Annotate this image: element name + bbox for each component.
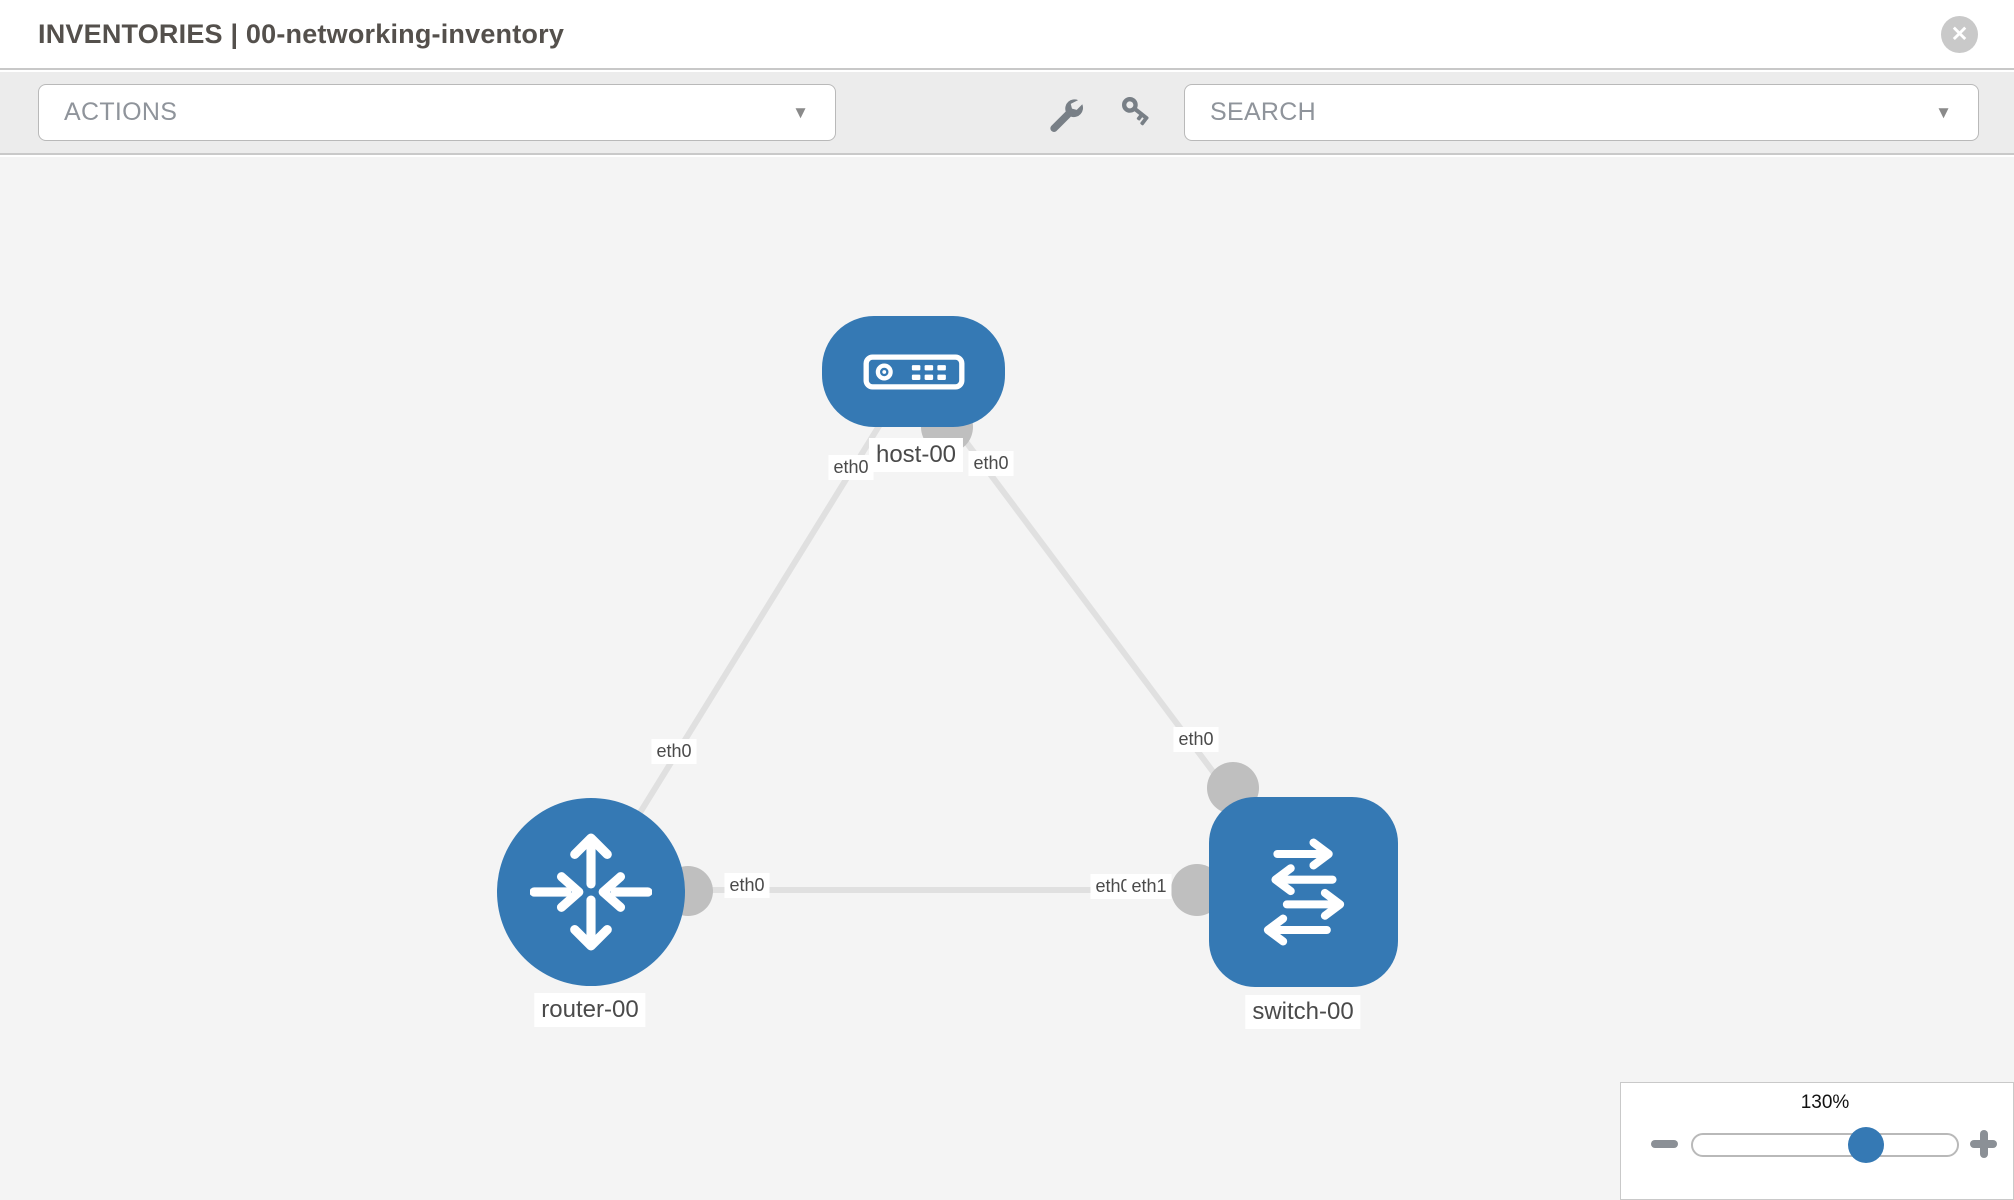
node-label-host: host-00 <box>868 438 964 472</box>
topology-canvas[interactable] <box>0 157 2014 1200</box>
key-icon[interactable] <box>1115 96 1153 134</box>
page-title: INVENTORIES | 00-networking-inventory <box>38 19 565 49</box>
actions-dropdown[interactable]: ACTIONS ▼ <box>38 84 836 141</box>
host-icon <box>863 353 964 390</box>
interface-label-eth0-host-left: eth0 <box>828 455 874 480</box>
router-icon <box>530 833 652 951</box>
search-dropdown[interactable]: SEARCH ▼ <box>1184 84 1979 141</box>
chevron-down-icon: ▼ <box>1935 102 1952 122</box>
interface-label-eth0-host-right: eth0 <box>968 451 1014 476</box>
wrench-icon[interactable] <box>1047 96 1085 134</box>
node-label-switch: switch-00 <box>1245 995 1361 1029</box>
close-icon[interactable]: ✕ <box>1941 16 1978 53</box>
toolbar: ACTIONS ▼ SEARCH ▼ <box>0 72 2014 155</box>
node-router-00[interactable] <box>497 798 685 986</box>
switch-icon <box>1263 838 1344 946</box>
zoom-in-button[interactable] <box>1968 1129 2000 1159</box>
minus-icon <box>1651 1140 1678 1148</box>
zoom-percent-label: 130% <box>1800 1092 1850 1113</box>
search-dropdown-label: SEARCH <box>1210 98 1316 126</box>
node-label-router: router-00 <box>534 993 646 1027</box>
zoom-control-panel: 130% <box>1620 1082 2014 1200</box>
chevron-down-icon: ▼ <box>792 102 809 122</box>
port-circles <box>663 401 1259 916</box>
zoom-out-button[interactable] <box>1649 1131 1681 1157</box>
title-bar: INVENTORIES | 00-networking-inventory ✕ <box>0 0 2014 70</box>
interface-label-eth0-router-right: eth0 <box>724 873 770 898</box>
zoom-slider-thumb[interactable] <box>1848 1127 1884 1163</box>
interface-label-eth0-switch-top: eth0 <box>1173 727 1219 752</box>
node-host-00[interactable] <box>822 316 1005 427</box>
interface-label-eth1-switch-left: eth1 <box>1126 874 1172 899</box>
interface-label-eth0-router-uplink: eth0 <box>651 739 697 764</box>
node-switch-00[interactable] <box>1209 797 1398 987</box>
plus-icon-vertical <box>1979 1130 1988 1158</box>
zoom-slider-track[interactable] <box>1691 1127 1959 1163</box>
actions-dropdown-label: ACTIONS <box>64 98 178 126</box>
